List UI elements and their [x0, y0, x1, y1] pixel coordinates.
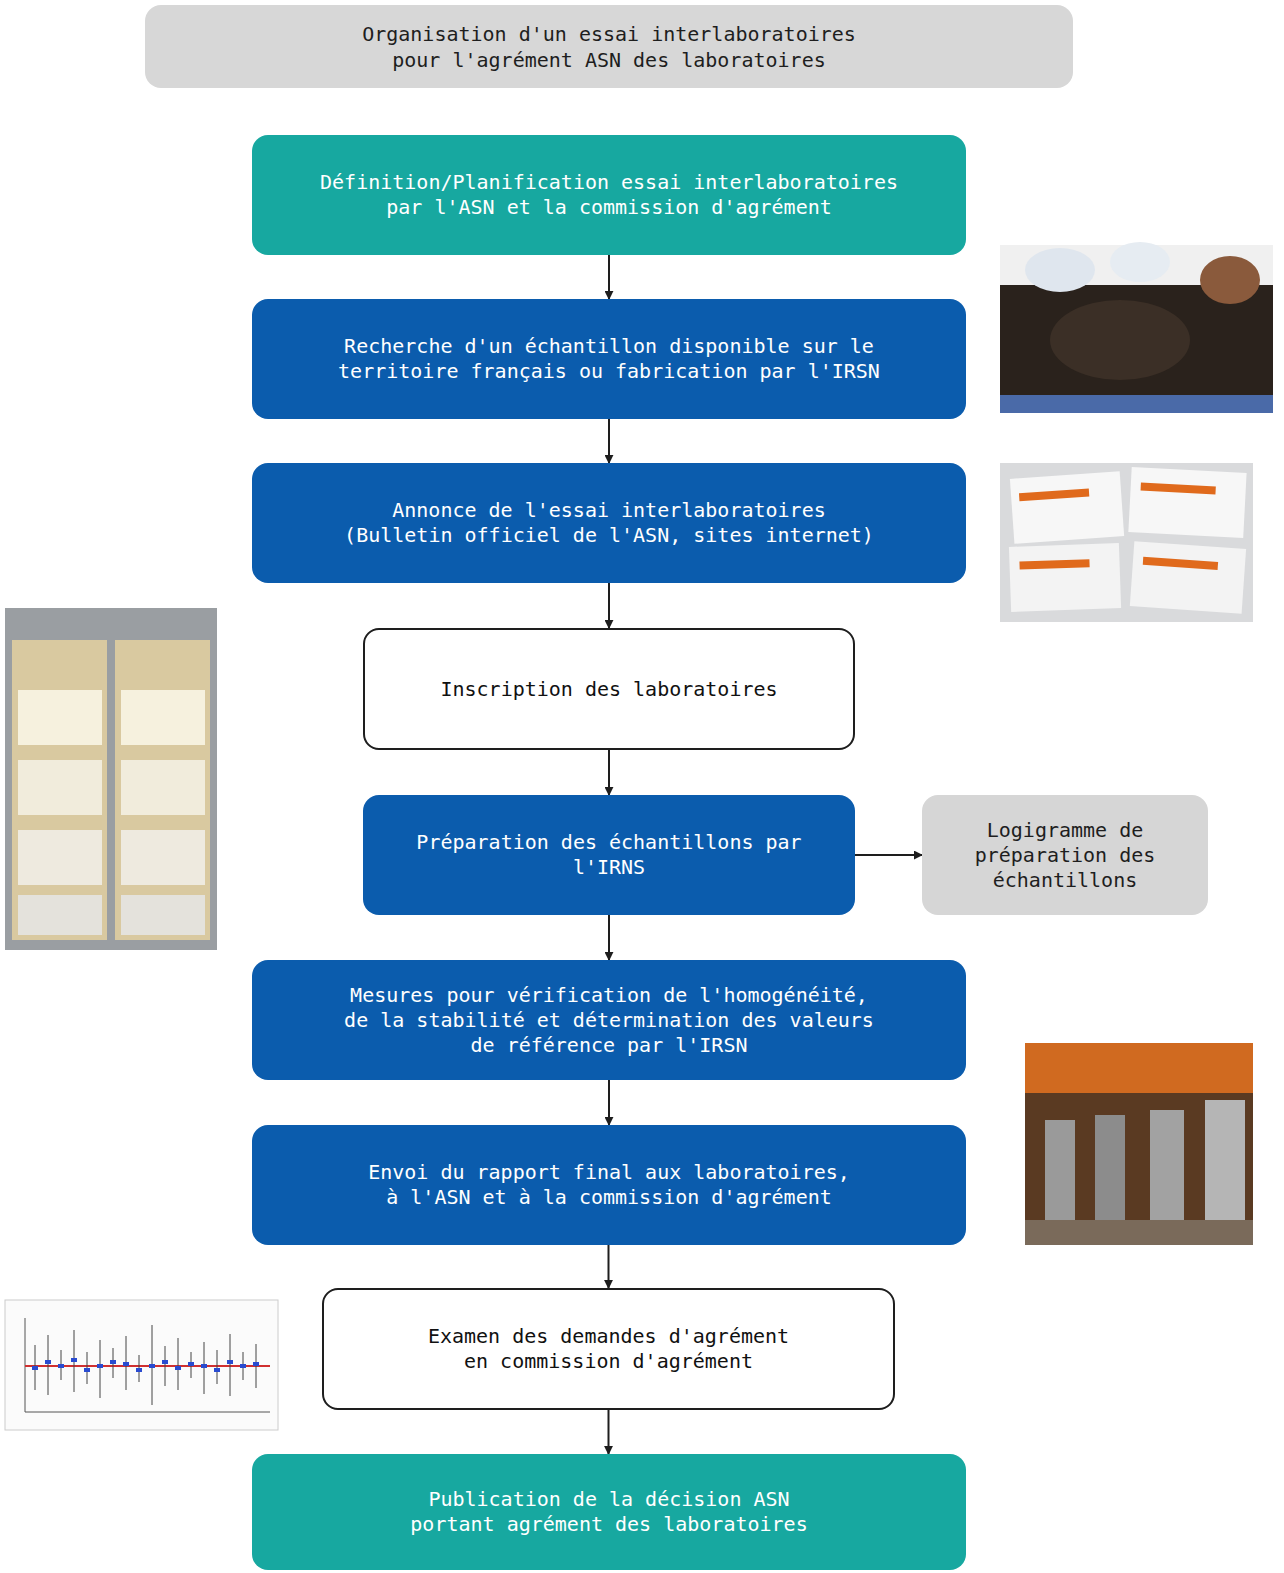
envelope: [1009, 543, 1121, 612]
soil-photo: [1000, 242, 1273, 413]
envelope: [1010, 471, 1124, 544]
tray-edge: [1000, 395, 1273, 413]
step-box: Inscription des laboratoires: [363, 628, 855, 750]
detector: [1045, 1120, 1075, 1220]
fridge-door: [12, 640, 107, 940]
envelope: [1130, 541, 1246, 614]
process-box: Préparation des échantillons par l'IRNS: [363, 795, 855, 915]
start-box: Définition/Planification essai interlabo…: [252, 135, 966, 255]
photo-ground: [1000, 463, 1253, 622]
flow-arrow: [608, 1080, 610, 1125]
box-label: Envoi du rapport final aux laboratoires,…: [359, 1160, 859, 1210]
box-label: Publication de la décision ASN portant a…: [389, 1487, 829, 1537]
box-label: Mesures pour vérification de l'homogénéi…: [339, 983, 879, 1058]
flow-arrow: [855, 854, 922, 856]
arm: [1200, 256, 1260, 304]
process-box: Mesures pour vérification de l'homogénéi…: [252, 960, 966, 1080]
box-label: Annonce de l'essai interlaboratoires (Bu…: [339, 498, 879, 548]
chart-frame: [5, 1300, 278, 1430]
flow-arrow: [608, 583, 610, 628]
step-box: Examen des demandes d'agrément en commis…: [322, 1288, 895, 1410]
end-box: Publication de la décision ASN portant a…: [252, 1454, 966, 1570]
label-strip: [1141, 483, 1216, 495]
label-strip: [1019, 559, 1089, 569]
flow-arrow: [608, 419, 610, 463]
bottles: [121, 895, 205, 935]
process-box: Annonce de l'essai interlaboratoires (Bu…: [252, 463, 966, 583]
title-band: Organisation d'un essai interlaboratoire…: [145, 5, 1073, 88]
box-label: Préparation des échantillons par l'IRNS: [409, 830, 809, 880]
box-label: Définition/Planification essai interlabo…: [309, 170, 909, 220]
diagram-title: Organisation d'un essai interlaboratoire…: [344, 21, 874, 73]
fridge-door: [115, 640, 210, 940]
flow-arrow: [608, 255, 610, 299]
photo-ground: [1025, 1043, 1253, 1245]
flow-arrow: [608, 750, 610, 795]
error-bars: [35, 1325, 256, 1405]
detector: [1095, 1115, 1125, 1220]
bottles: [18, 760, 102, 815]
bottles: [121, 830, 205, 885]
results-chart: [5, 1300, 278, 1430]
detector: [1150, 1110, 1184, 1220]
glove: [1110, 242, 1170, 282]
box-label: Logigramme de préparation des échantillo…: [940, 818, 1190, 893]
glove: [1025, 248, 1095, 292]
floor: [1025, 1220, 1253, 1245]
reference-box: Logigramme de préparation des échantillo…: [922, 795, 1208, 915]
bottles: [121, 690, 205, 745]
box-label: Examen des demandes d'agrément en commis…: [419, 1324, 799, 1374]
flow-arrow: [608, 1410, 610, 1454]
bottles: [121, 760, 205, 815]
envelope: [1128, 467, 1246, 538]
fridge-frame: [5, 608, 217, 950]
data-points: [32, 1360, 259, 1370]
label-strip: [1143, 557, 1218, 570]
bottles: [18, 690, 102, 745]
label-strip: [1019, 488, 1089, 501]
flow-arrow: [608, 915, 610, 960]
bottles: [18, 895, 102, 935]
lit-ceiling: [1025, 1043, 1253, 1093]
lab-photo: [1025, 1043, 1253, 1245]
process-box: Envoi du rapport final aux laboratoires,…: [252, 1125, 966, 1245]
box-label: Inscription des laboratoires: [440, 677, 777, 702]
detector: [1205, 1100, 1245, 1220]
process-box: Recherche d'un échantillon disponible su…: [252, 299, 966, 419]
fridge-photo: [5, 608, 217, 950]
flow-arrow: [608, 1245, 610, 1288]
chart-axis: [25, 1412, 270, 1413]
bottles: [18, 830, 102, 885]
box-label: Recherche d'un échantillon disponible su…: [329, 334, 889, 384]
soil-heap: [1050, 300, 1190, 380]
envelopes-photo: [1000, 463, 1253, 622]
